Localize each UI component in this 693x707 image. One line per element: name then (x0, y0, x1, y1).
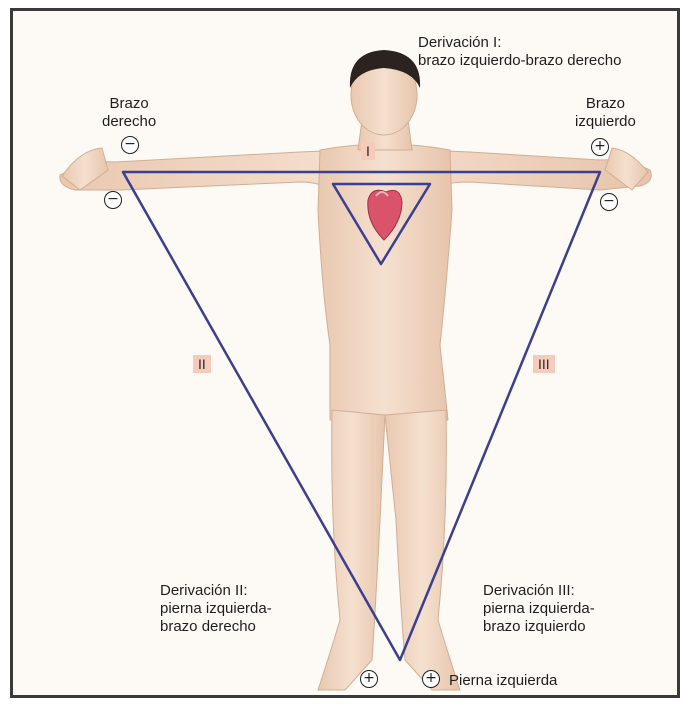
lead-II-numeral: II (193, 355, 211, 373)
lead-II-description-line2: brazo derecho (160, 618, 272, 636)
minus-sign-icon: − (121, 136, 139, 154)
left-arm-label: Brazo izquierdo (575, 95, 636, 131)
lead-II-title: Derivación II: (160, 582, 272, 600)
lead-I-numeral: I (361, 142, 375, 160)
plus-sign-icon: + (360, 670, 378, 688)
lead-I-description: brazo izquierdo-brazo derecho (418, 52, 621, 70)
left-arm-label-line2: izquierdo (575, 113, 636, 131)
left-leg-label: Pierna izquierda (449, 672, 557, 690)
lead-III-description-line2: brazo izquierdo (483, 618, 595, 636)
right-arm-label-line1: Brazo (102, 95, 156, 113)
plus-sign-icon: + (422, 670, 440, 688)
lead-III-description-line1: pierna izquierda- (483, 600, 595, 618)
plus-sign-icon: + (591, 138, 609, 156)
lead-I-title: Derivación I: (418, 34, 621, 52)
lead-I-label: Derivación I: brazo izquierdo-brazo dere… (418, 34, 621, 70)
lead-III-label: Derivación III: pierna izquierda- brazo … (483, 582, 595, 636)
minus-sign-icon: − (600, 193, 618, 211)
lead-II-label: Derivación II: pierna izquierda- brazo d… (160, 582, 272, 636)
lead-III-title: Derivación III: (483, 582, 595, 600)
minus-sign-icon: − (104, 191, 122, 209)
right-arm-label: Brazo derecho (102, 95, 156, 131)
left-arm-label-line1: Brazo (575, 95, 636, 113)
lead-III-numeral: III (533, 355, 555, 373)
right-arm-label-line2: derecho (102, 113, 156, 131)
lead-II-description-line1: pierna izquierda- (160, 600, 272, 618)
